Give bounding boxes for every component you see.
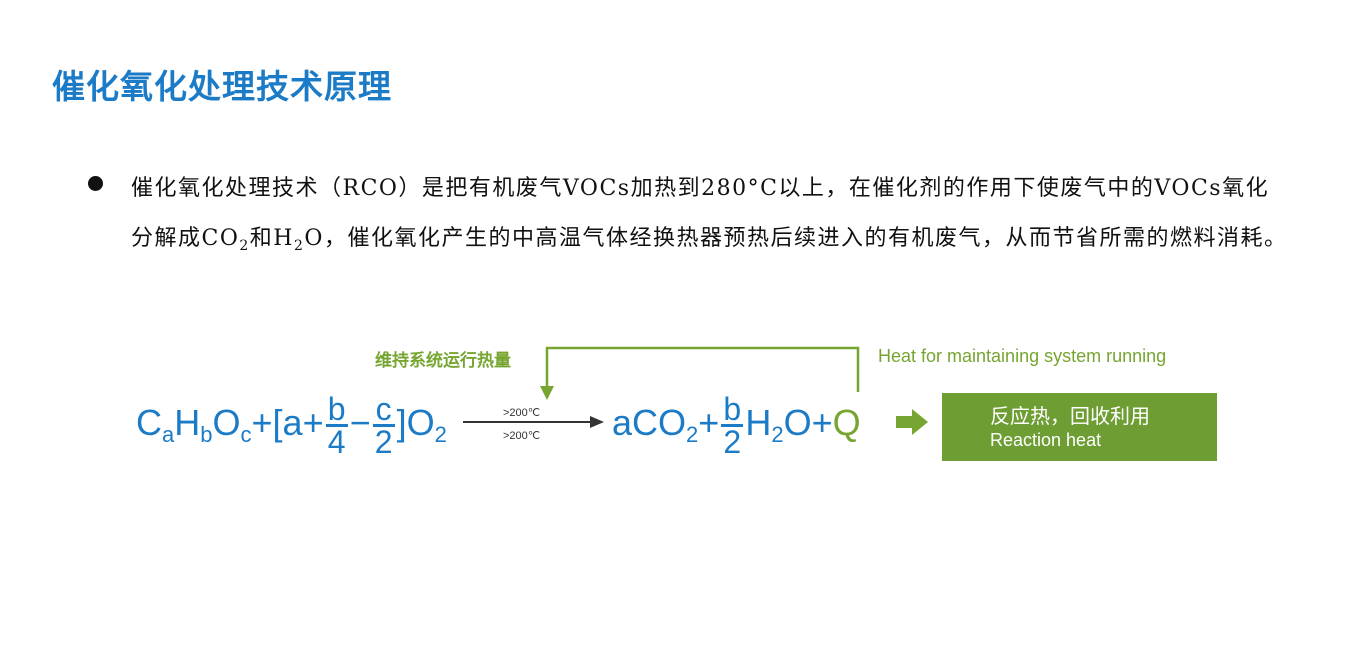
frac3-bar — [721, 423, 744, 427]
eq-carbon: C — [136, 402, 162, 443]
condition-bottom: >200℃ — [503, 430, 541, 442]
diagram-connectors — [463, 346, 928, 435]
frac1-bar — [325, 423, 348, 427]
eq-plus-bracket: +[a+ — [251, 402, 324, 443]
heat-note-chinese: 维持系统运行热量 — [375, 351, 511, 371]
output-arrow-icon — [896, 409, 928, 435]
reaction-arrow-head — [590, 416, 604, 428]
eq-sub-h2: 2 — [771, 422, 784, 447]
frac2-denominator: 2 — [374, 423, 393, 460]
heat-note-english: Heat for maintaining system running — [878, 346, 1167, 366]
frac3-numerator: b — [723, 390, 742, 427]
eq-o: O — [783, 402, 812, 443]
frac1-denominator: 4 — [327, 423, 346, 460]
feedback-arrow-head — [540, 386, 554, 400]
equation-reactants: C a H b O c +[a+ b 4 − c 2 ]O 2 — [136, 388, 447, 458]
fraction-b-over-2: b 2 — [721, 390, 744, 460]
frac1-numerator: b — [327, 390, 346, 427]
frac2-numerator: c — [375, 390, 392, 427]
paragraph-part-2: 和H — [249, 226, 294, 251]
eq-h: H — [745, 402, 772, 443]
fraction-b-over-4: b 4 — [325, 390, 348, 460]
eq-minus: − — [349, 402, 371, 443]
eq-sub-b: b — [200, 422, 213, 447]
reaction-heat-box: 反应热，回收利用 Reaction heat — [942, 393, 1217, 461]
eq-sub-co2: 2 — [686, 422, 699, 447]
reaction-heat-english: Reaction heat — [990, 430, 1102, 450]
paragraph-part-3: O，催化氧化产生的中高温气体经换热器预热后续进入的有机废气，从而节省所需的燃料消… — [304, 226, 1288, 251]
eq-sub-2: 2 — [434, 422, 447, 447]
h2o-subscript: 2 — [293, 238, 305, 254]
eq-aco: aCO — [612, 402, 687, 443]
eq-heat-q: Q — [832, 402, 861, 443]
description-paragraph: 催化氧化处理技术（RCO）是把有机废气VOCs加热到280°C以上，在催化剂的作… — [131, 164, 1291, 264]
eq-plus-2: + — [811, 402, 833, 443]
eq-oxygen: O — [212, 402, 241, 443]
frac3-denominator: 2 — [723, 423, 742, 460]
condition-top: >200℃ — [503, 407, 541, 419]
eq-hydrogen: H — [174, 402, 201, 443]
bullet-point — [88, 176, 103, 191]
paragraph-part-1: 催化氧化处理技术（RCO）是把有机废气VOCs加热到280°C以上，在催化剂的作… — [131, 176, 1270, 251]
reaction-heat-chinese: 反应热，回收利用 — [990, 404, 1150, 428]
eq-sub-c: c — [240, 422, 252, 447]
co2-subscript: 2 — [239, 238, 250, 254]
page-title: 催化氧化处理技术原理 — [52, 67, 392, 106]
fraction-c-over-2: c 2 — [372, 390, 395, 460]
reaction-diagram: 维持系统运行热量 Heat for maintaining system run… — [0, 330, 1361, 490]
eq-close-o: ]O — [396, 402, 435, 443]
eq-sub-a: a — [162, 422, 175, 447]
heat-feedback-line — [545, 346, 860, 392]
equation-products: aCO 2 + b 2 H 2 O + Q — [612, 388, 861, 458]
frac2-bar — [372, 423, 395, 427]
eq-plus-1: + — [698, 402, 720, 443]
